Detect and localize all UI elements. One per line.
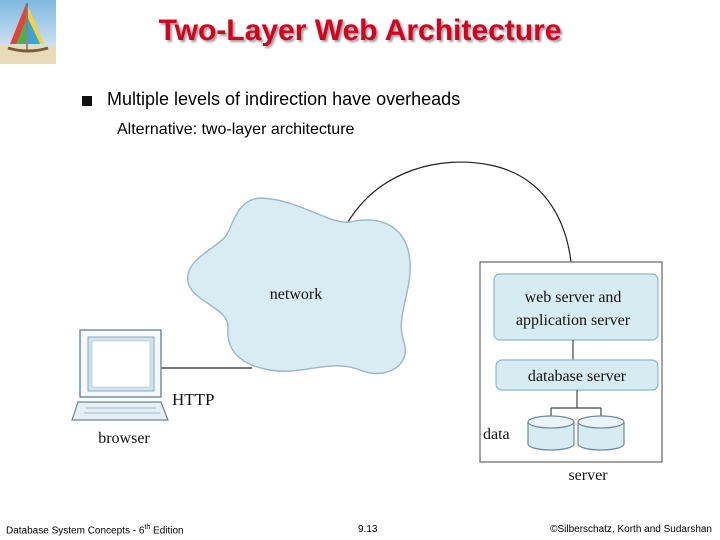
server-label: server <box>568 467 608 484</box>
bullet-square-icon <box>82 96 92 106</box>
browser-label: browser <box>98 430 150 447</box>
footer-book-title: Database System Concepts - 6th Edition <box>6 524 184 537</box>
web-server-label-line2: application server <box>516 312 631 329</box>
bullet-main-text: Multiple levels of indirection have over… <box>107 89 461 109</box>
http-label: HTTP <box>172 390 215 409</box>
desktop-computer-icon <box>71 329 169 421</box>
data-label: data <box>483 426 510 443</box>
footer-copyright: ©Silberschatz, Korth and Sudarshan <box>550 524 712 535</box>
sailboat-logo-icon <box>0 0 56 64</box>
network-label: network <box>270 286 322 303</box>
web-server-label-line1: web server and <box>525 289 622 306</box>
footer-slide-number: 9.13 <box>358 524 378 535</box>
architecture-diagram: network HTTP browser web server and appl… <box>71 161 663 484</box>
disk-cylinder-icon <box>527 415 575 451</box>
page-title: Two-Layer Web Architecture <box>158 14 562 47</box>
network-cloud-icon <box>187 197 411 375</box>
bullet-sub-text: Alternative: two-layer architecture <box>117 121 355 138</box>
network-to-server-link <box>347 161 573 273</box>
database-server-label: database server <box>528 368 627 385</box>
web-application-server-box <box>493 273 659 341</box>
disk-cylinder-icon <box>577 415 625 451</box>
